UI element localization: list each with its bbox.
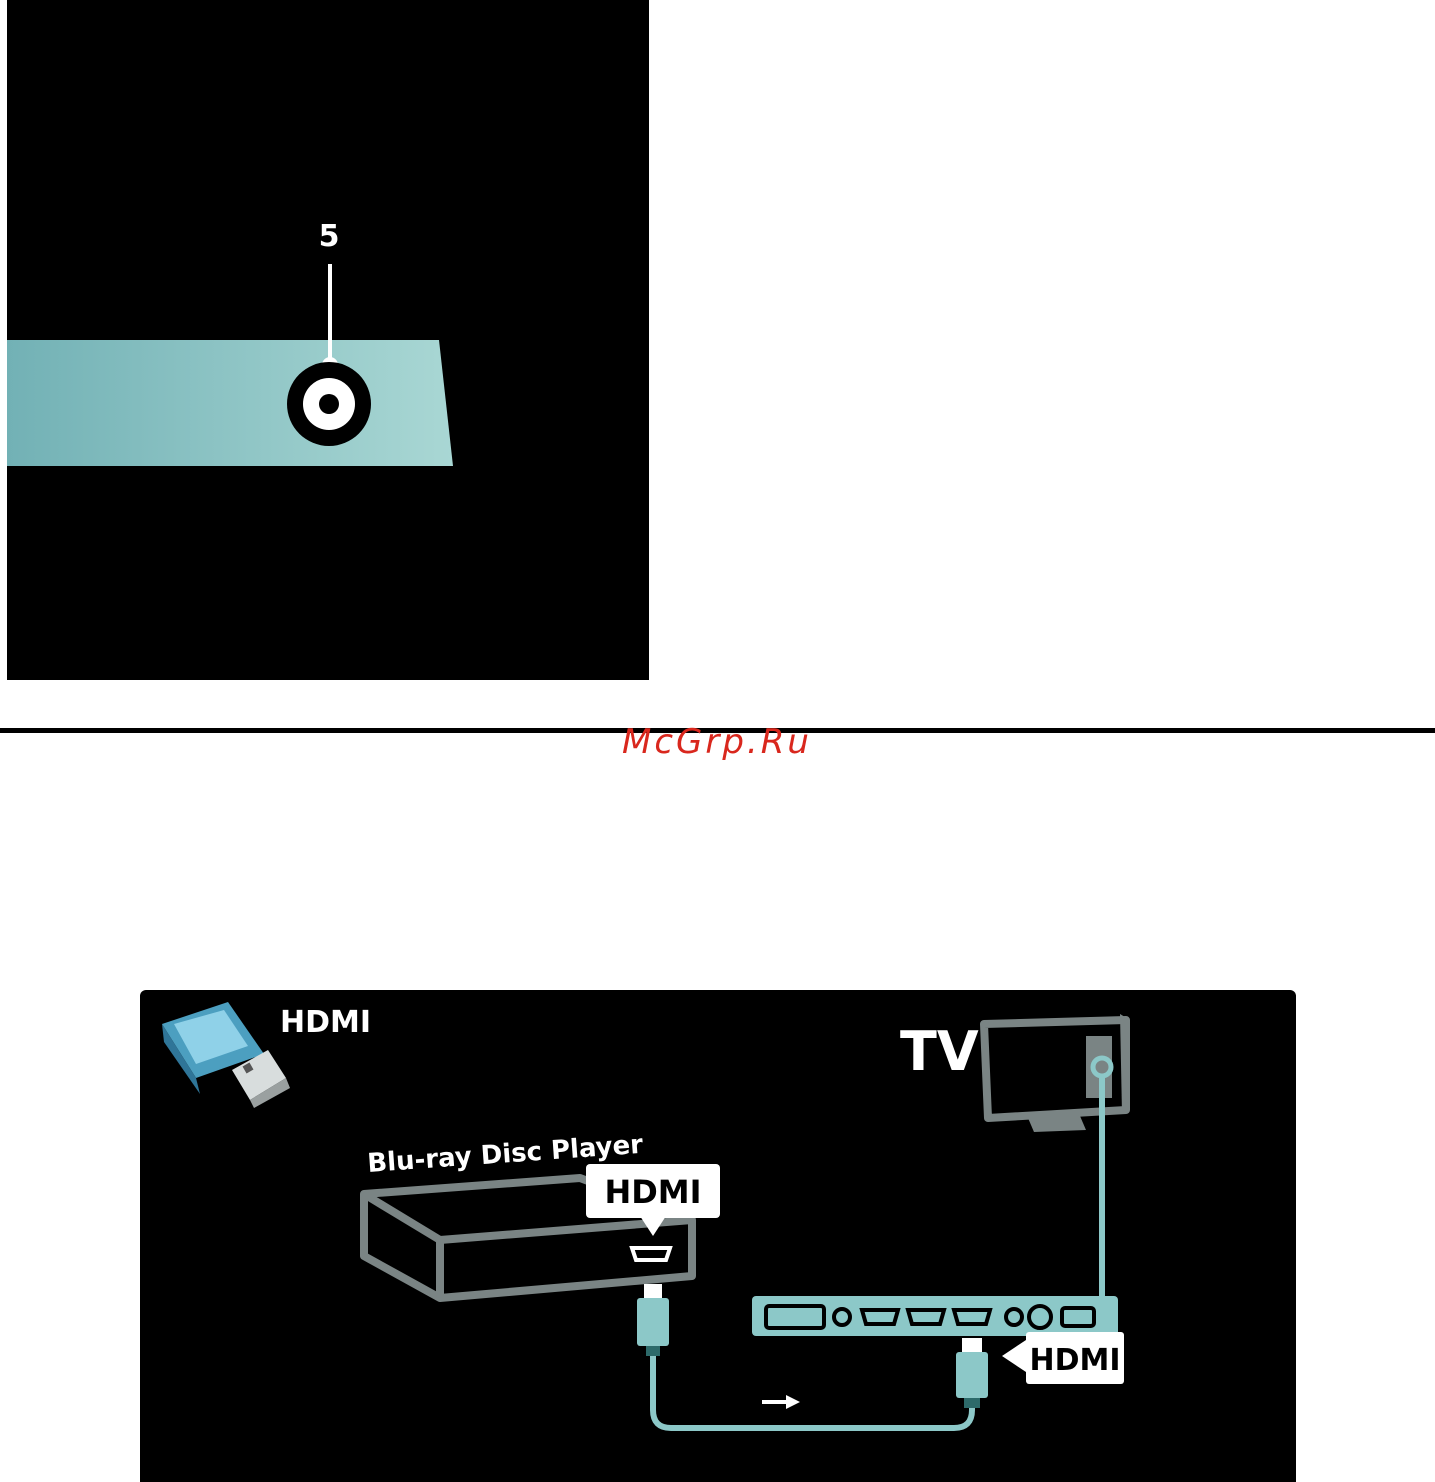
antenna-jack-icon	[287, 362, 371, 446]
connection-title: HDMI	[280, 1005, 371, 1040]
tv-side-connector-panel: 5	[7, 0, 649, 680]
hdmi-connection-panel: HDMI TV Blu-ray Disc Player HDMI	[140, 990, 1296, 1482]
hdmi-cable	[653, 1356, 972, 1428]
device-port-label: HDMI	[604, 1173, 701, 1211]
tv-side-strip	[7, 340, 453, 466]
hdmi-connection-diagram: HDMI TV Blu-ray Disc Player HDMI	[140, 990, 1296, 1482]
tv-icon	[984, 1014, 1130, 1132]
tv-hdmi-connector-icon	[956, 1338, 988, 1408]
tv-port-label: HDMI	[1029, 1343, 1120, 1378]
hdmi-plug-icon	[162, 1002, 290, 1108]
side-connector-diagram: 5	[7, 0, 649, 680]
tv-connector-panel	[752, 1296, 1118, 1336]
tv-label: TV	[900, 1020, 979, 1083]
device-hdmi-connector-icon	[637, 1284, 669, 1356]
device-hdmi-port-icon	[632, 1248, 670, 1260]
watermark-text: McGrp.Ru	[622, 722, 812, 762]
signal-direction-arrow-icon	[762, 1395, 800, 1409]
callout-number: 5	[319, 219, 340, 254]
